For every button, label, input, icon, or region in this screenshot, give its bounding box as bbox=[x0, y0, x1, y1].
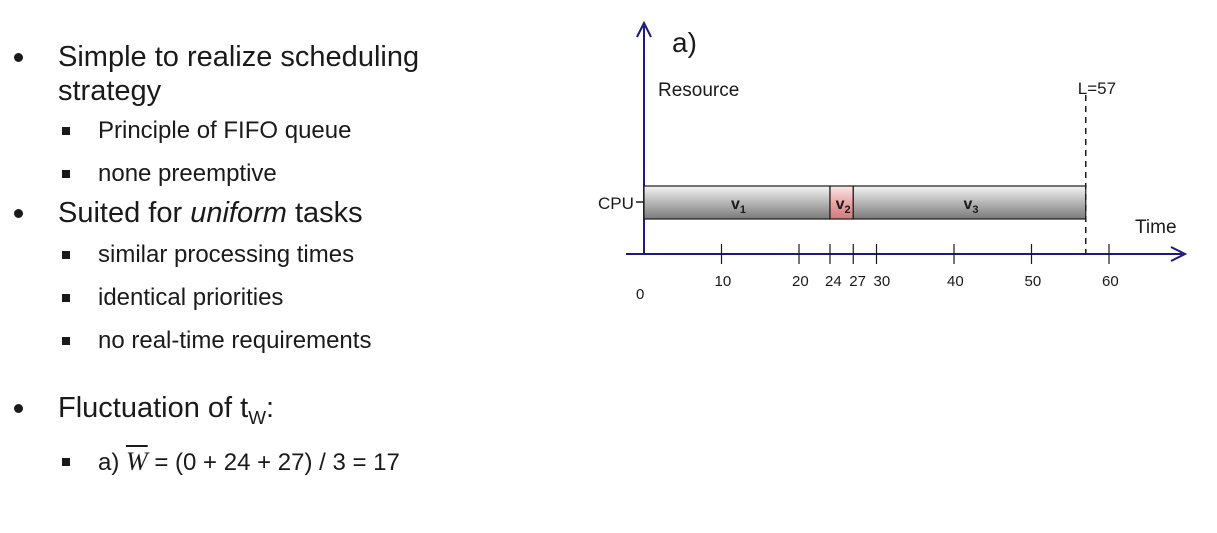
tick-label-50: 50 bbox=[1025, 273, 1042, 290]
tick-label-0: 0 bbox=[636, 286, 644, 303]
bullet-dot-icon bbox=[14, 404, 23, 413]
bullet-text-subscript: W bbox=[248, 406, 267, 428]
task-bar-3 bbox=[852, 185, 1087, 220]
tick-label-10: 10 bbox=[715, 273, 732, 290]
sub-bullet-text: none preemptive bbox=[98, 160, 277, 187]
task-bar-1 bbox=[643, 185, 831, 220]
square-bullet-icon bbox=[62, 127, 70, 135]
bullet-dot-icon bbox=[14, 209, 23, 218]
bullet-text-emphasis: uniform bbox=[190, 197, 287, 229]
tick-marks: 0 10 20 24 27 30 40 50 60 bbox=[636, 244, 1119, 303]
square-bullet-icon bbox=[62, 251, 70, 259]
formula-pre: a) bbox=[98, 448, 127, 476]
sub-bullet-fifo: Principle of FIFO queue bbox=[10, 116, 570, 145]
sub-bullet-formula: a) W = (0 + 24 + 27) / 3 = 17 bbox=[10, 447, 570, 477]
formula-post: = (0 + 24 + 27) / 3 = 17 bbox=[147, 448, 400, 476]
y-axis-label: Resource bbox=[658, 80, 739, 101]
tick-label-20: 20 bbox=[792, 273, 809, 290]
bullet-text-post: tasks bbox=[286, 197, 363, 229]
tick-label-40: 40 bbox=[947, 273, 964, 290]
formula-mean-w: W bbox=[126, 446, 148, 476]
deadline-label: L=57 bbox=[1078, 79, 1116, 98]
bullet-uniform-tasks: Suited for uniform tasks bbox=[10, 196, 570, 230]
diagram-label: a) bbox=[672, 27, 697, 58]
task-label-index: 2 bbox=[845, 204, 851, 216]
bullet-fluctuation: Fluctuation of tW: bbox=[10, 391, 570, 435]
x-axis-arrow-icon bbox=[1170, 246, 1188, 262]
tick-label-27: 27 bbox=[849, 273, 866, 290]
y-axis-arrow-icon bbox=[636, 20, 652, 38]
square-bullet-icon bbox=[62, 294, 70, 302]
sub-bullet-nonpreemptive: none preemptive bbox=[10, 159, 570, 188]
bullet-text-pre: Fluctuation of t bbox=[58, 392, 249, 424]
bullet-text-pre: Suited for bbox=[58, 197, 191, 229]
sub-bullet-similar-times: similar processing times bbox=[10, 240, 570, 269]
task-label-index: 1 bbox=[740, 204, 746, 216]
sub-bullet-text: no real-time requirements bbox=[98, 327, 372, 354]
sub-bullet-identical-priorities: identical priorities bbox=[10, 283, 570, 312]
tick-label-24: 24 bbox=[825, 273, 842, 290]
sub-bullet-text: identical priorities bbox=[98, 284, 284, 311]
bullet-list: Simple to realize scheduling strategy Pr… bbox=[10, 40, 570, 477]
tick-label-60: 60 bbox=[1102, 273, 1119, 290]
square-bullet-icon bbox=[62, 337, 70, 345]
bullet-text: Simple to realize scheduling strategy bbox=[58, 41, 420, 107]
square-bullet-icon bbox=[62, 170, 70, 178]
square-bullet-icon bbox=[62, 457, 70, 466]
tick-label-30: 30 bbox=[874, 273, 891, 290]
bullet-dot-icon bbox=[14, 53, 23, 62]
sub-bullet-text: similar processing times bbox=[98, 241, 355, 268]
sub-bullet-text: Principle of FIFO queue bbox=[98, 117, 352, 144]
task-label-index: 3 bbox=[972, 204, 978, 216]
resource-label: CPU bbox=[598, 194, 634, 213]
bullet-scheduling-strategy: Simple to realize scheduling strategy bbox=[10, 40, 570, 108]
sub-bullet-no-realtime: no real-time requirements bbox=[10, 326, 570, 355]
bullet-text-post: : bbox=[266, 392, 275, 424]
x-axis-label: Time bbox=[1135, 217, 1177, 238]
